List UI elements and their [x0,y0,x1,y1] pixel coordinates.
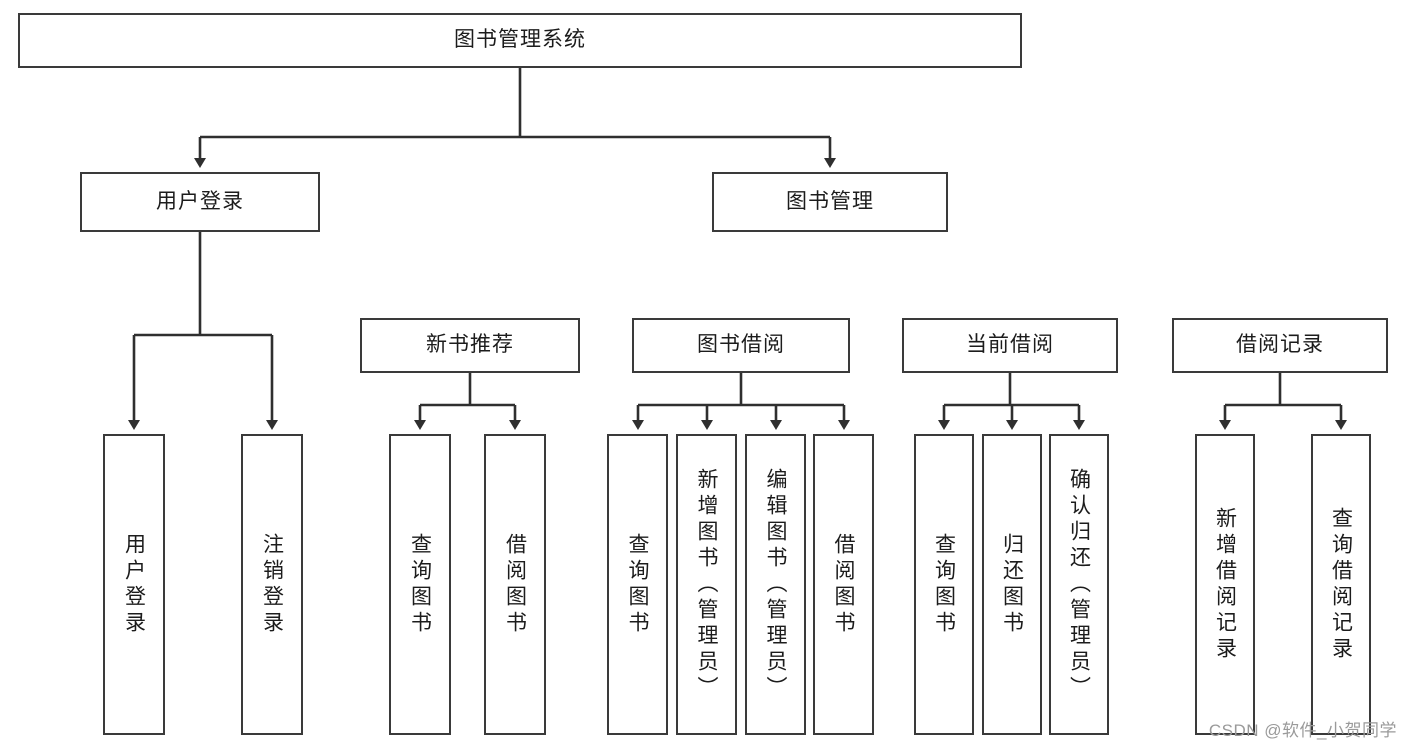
node-leaf-borrow-2[interactable]: 借阅图书 [813,434,874,735]
node-leaf-logout[interactable]: 注销登录 [241,434,303,735]
node-leaf-edit-book[interactable]: 编辑图书（管理员） [745,434,806,735]
node-label: 新增借阅记录 [1213,506,1237,663]
node-label: 图书借阅 [697,333,785,357]
node-label: 图书管理系统 [454,28,586,52]
node-leaf-return[interactable]: 归还图书 [982,434,1042,735]
node-leaf-borrow-1[interactable]: 借阅图书 [484,434,546,735]
node-borrow-record[interactable]: 借阅记录 [1172,318,1388,373]
node-label: 新增图书（管理员） [695,467,718,702]
node-root[interactable]: 图书管理系统 [18,13,1022,68]
node-label: 查询图书 [626,532,649,637]
node-label: 借阅图书 [503,532,527,637]
node-leaf-query-rec[interactable]: 查询借阅记录 [1311,434,1371,735]
node-new-book-rec[interactable]: 新书推荐 [360,318,580,373]
node-leaf-query-2[interactable]: 查询图书 [607,434,668,735]
node-leaf-user-login[interactable]: 用户登录 [103,434,165,735]
node-leaf-add-book[interactable]: 新增图书（管理员） [676,434,737,735]
node-label: 编辑图书（管理员） [764,467,787,702]
watermark-label: CSDN @软件_小贺同学 [1208,721,1397,740]
node-label: 查询图书 [932,532,956,637]
node-label: 归还图书 [1000,532,1024,637]
node-label: 用户登录 [156,189,244,213]
node-label: 当前借阅 [966,333,1054,357]
node-label: 新书推荐 [426,333,514,357]
node-label: 查询借阅记录 [1329,506,1353,663]
node-leaf-confirm[interactable]: 确认归还（管理员） [1049,434,1109,735]
node-label: 借阅记录 [1236,333,1324,357]
node-user-login[interactable]: 用户登录 [80,172,320,232]
node-current-borrow[interactable]: 当前借阅 [902,318,1118,373]
node-label: 查询图书 [408,532,432,637]
node-label: 确认归还（管理员） [1067,467,1091,702]
node-book-manage[interactable]: 图书管理 [712,172,948,232]
node-label: 图书管理 [786,189,874,213]
node-label: 注销登录 [260,532,284,637]
node-label: 用户登录 [122,532,146,637]
node-label: 借阅图书 [832,532,855,637]
node-leaf-query-1[interactable]: 查询图书 [389,434,451,735]
node-leaf-query-3[interactable]: 查询图书 [914,434,974,735]
node-leaf-add-rec[interactable]: 新增借阅记录 [1195,434,1255,735]
node-book-borrow[interactable]: 图书借阅 [632,318,850,373]
